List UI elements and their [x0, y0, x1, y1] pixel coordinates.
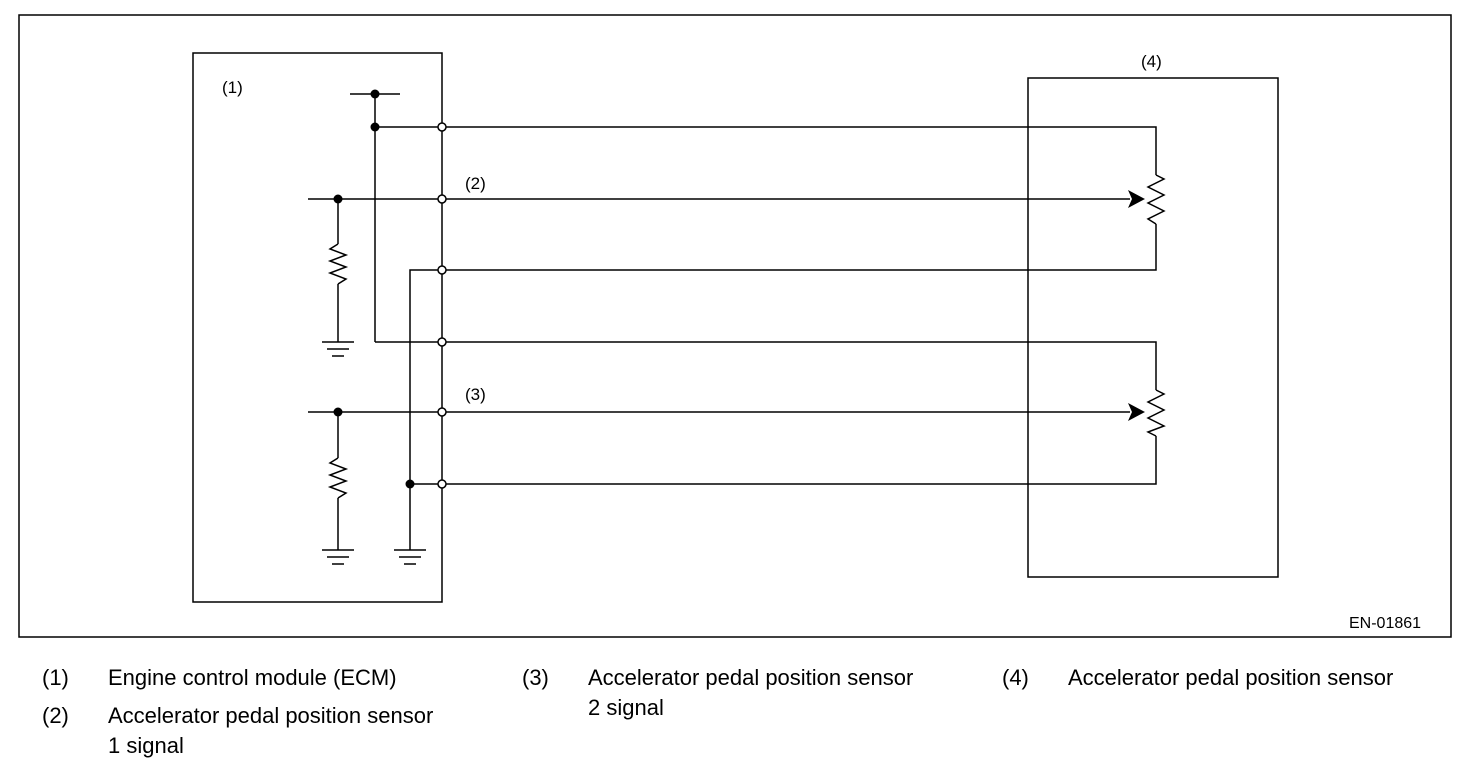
ground-symbol [322, 341, 354, 357]
potentiometer-2 [1146, 389, 1166, 437]
potentiometer-1 [1146, 174, 1166, 225]
legend-text: Accelerator pedal position sensor 2 sign… [588, 665, 914, 720]
ecm-label: (1) [222, 78, 243, 97]
legend-text: Accelerator pedal position sensor [1068, 665, 1394, 690]
junction-dots [333, 89, 415, 489]
diagram-frame [18, 14, 1452, 638]
sensor-label: (4) [1141, 52, 1162, 71]
legend-number: (3) [522, 665, 549, 690]
ecm-box [192, 52, 443, 603]
wires [308, 93, 1157, 550]
wiper-arrow-1 [1128, 190, 1145, 208]
wiring-diagram: (1) (4) [18, 14, 1452, 638]
connector-terminals [437, 122, 447, 489]
ground-symbol [394, 549, 426, 565]
sensor-box [1027, 77, 1279, 578]
legend-number: (2) [42, 703, 69, 728]
signal-1-label: (2) [465, 174, 486, 193]
ground-symbol [322, 549, 354, 565]
wiper-arrow-2 [1128, 403, 1145, 421]
signal-2-label: (3) [465, 385, 486, 404]
legend-number: (4) [1002, 665, 1029, 690]
figure-code: EN-01861 [1349, 615, 1421, 632]
legend-number: (1) [42, 665, 69, 690]
legend-text: Accelerator pedal position sensor 1 sign… [108, 703, 434, 758]
legend-text: Engine control module (ECM) [108, 665, 397, 690]
